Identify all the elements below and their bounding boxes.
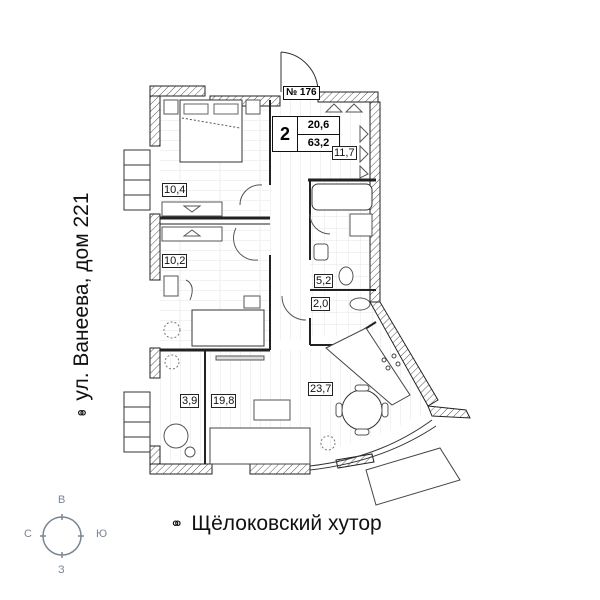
sofa [209,427,311,465]
compass-west: С [24,528,32,540]
kitchen-counter [325,327,411,406]
street-text: ул. Ванеева, дом 221 [70,192,93,401]
wardrobe-bedroom-2 [161,226,223,242]
total-area: 63,2 [307,136,330,149]
toilet [349,297,371,311]
area-living-room: 19,8 [211,394,237,408]
desk [163,275,179,297]
complex-label: ⚭ Щёлоковский хутор [170,512,382,536]
street-label: ⚭ ул. Ванеева, дом 221 [70,192,94,423]
area-bathroom: 5,2 [314,274,334,288]
area-kitchen-dining: 23,7 [308,382,334,396]
sink [313,243,329,261]
plant-balcony [164,354,180,370]
coffee-table [253,399,291,421]
area-bedroom-1: 10,4 [162,183,188,197]
nightstand [243,295,261,309]
walls [149,85,471,475]
window-left-bottom [123,391,151,453]
area-toilet: 2,0 [311,297,331,311]
compass-south: З [58,564,65,576]
plant-bedroom-2 [163,321,181,339]
tv-stand [215,355,265,361]
door-bedroom-1 [239,184,263,206]
door-bathroom [309,213,331,235]
door-bedroom-2 [233,227,259,261]
washing-machine [349,213,373,237]
area-balcony: 3,9 [180,394,200,408]
single-bed [191,309,265,347]
plant-kitchen [320,435,336,451]
chair [185,279,193,301]
apartment-number: № 176 [283,86,320,100]
stool-balcony [184,446,196,458]
bay-window [365,447,461,506]
complex-text: Щёлоковский хутор [191,512,382,535]
window-left-top [123,149,151,211]
compass: В С Ю З [20,490,140,590]
compass-north: В [58,494,66,506]
toilet-bath [338,266,354,286]
round-table-balcony [163,423,189,449]
binoculars-icon: ⚭ [75,405,89,423]
area-bedroom-2: 10,2 [162,254,188,268]
door-toilet [281,295,307,321]
dining-table [335,384,389,436]
apartment-summary: 2 20,6 63,2 [272,116,340,152]
hangers [324,103,369,179]
area-wardrobe: 11,7 [332,146,357,160]
bathtub [311,183,373,211]
wardrobe-bedroom-1 [161,201,223,217]
entry-door [280,51,319,93]
compass-east: Ю [96,528,108,540]
compass-ring-icon [40,514,84,558]
room-count: 2 [273,117,298,151]
living-area: 20,6 [298,117,339,135]
double-bed-1 [163,99,261,163]
binoculars-icon: ⚭ [170,516,184,533]
